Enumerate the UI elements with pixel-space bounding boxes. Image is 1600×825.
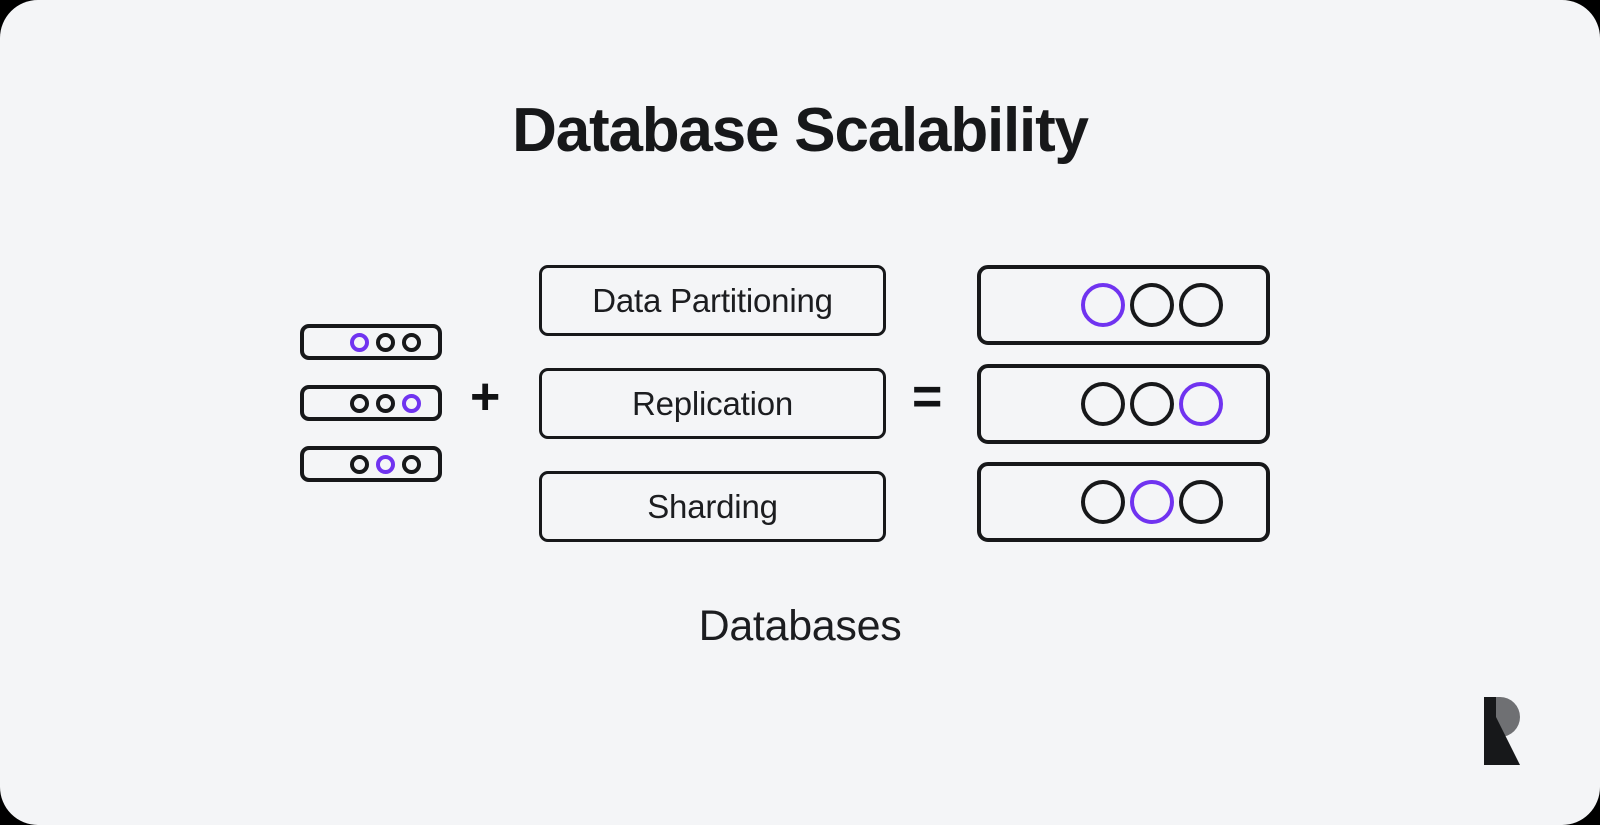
result-row — [977, 265, 1270, 345]
server-stack — [300, 324, 442, 482]
page-title: Database Scalability — [512, 96, 1089, 165]
server-row — [300, 446, 442, 482]
server-led — [401, 332, 421, 352]
server-row — [300, 385, 442, 421]
result-node-accent — [1178, 381, 1223, 426]
equals-operator: = — [912, 368, 943, 426]
server-row — [300, 324, 442, 360]
server-led — [401, 454, 421, 474]
result-node — [1080, 480, 1125, 524]
strategy-list: Data Partitioning Replication Sharding — [539, 265, 886, 542]
equation-row: + Data Partitioning Replication Sharding… — [0, 258, 1600, 548]
server-led — [375, 393, 395, 413]
plus-operator: + — [470, 368, 501, 426]
logo-stem — [1484, 697, 1496, 765]
server-led — [349, 454, 369, 474]
caption-databases: Databases — [698, 602, 902, 650]
strategy-box-data-partitioning[interactable]: Data Partitioning — [539, 265, 886, 336]
result-node — [1080, 381, 1125, 426]
result-stack — [977, 265, 1270, 542]
server-led — [349, 393, 369, 413]
result-row — [977, 363, 1270, 444]
strategy-box-sharding[interactable]: Sharding — [539, 471, 886, 542]
result-node — [1178, 283, 1223, 327]
server-led — [375, 332, 395, 352]
server-led-accent — [375, 454, 395, 474]
strategy-box-replication[interactable]: Replication — [539, 368, 886, 439]
result-row — [977, 462, 1270, 542]
brand-logo-r-icon — [1484, 697, 1520, 765]
result-node — [1129, 381, 1174, 426]
result-node — [1129, 283, 1174, 327]
result-node-accent — [1080, 283, 1125, 327]
result-node — [1178, 480, 1223, 524]
result-node-accent — [1129, 480, 1174, 524]
server-led-accent — [349, 332, 369, 352]
server-led-accent — [401, 393, 421, 413]
